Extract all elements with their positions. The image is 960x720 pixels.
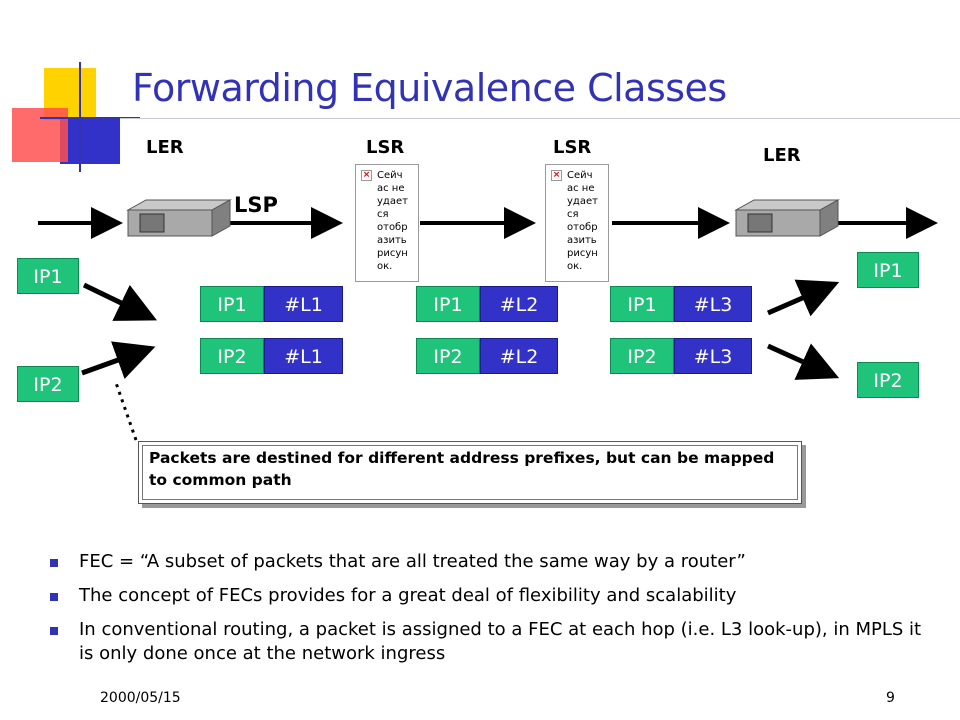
bullet-text: FEC = “A subset of packets that are all …	[79, 551, 746, 572]
corner-decoration	[12, 62, 140, 172]
broken-image-icon: ×	[361, 170, 372, 181]
bullet-text: The concept of FECs provides for a great…	[79, 585, 737, 606]
ingress-packet-ip1: IP1	[17, 258, 79, 294]
router-icon-left	[126, 199, 232, 237]
broken-image-lsr-2: × Сейч ас не удает ся отобр азить рисун …	[545, 164, 609, 282]
bullet-item: In conventional routing, a packet is ass…	[50, 618, 930, 666]
lsr-2-label: LSR	[553, 137, 592, 158]
egress-packet-ip2: IP2	[857, 362, 919, 398]
table-1-row-1-packet: IP1	[200, 286, 264, 322]
broken-image-text: Сейч ас не удает ся отобр азить рисун ок…	[377, 170, 408, 272]
table-1-row-1-label: #L1	[264, 286, 343, 322]
table-2-row-1-label: #L2	[480, 286, 558, 322]
bullet-marker	[50, 627, 58, 635]
broken-image-text: Сейч ас не удает ся отобр азить рисун ок…	[567, 170, 598, 272]
lsp-label: LSP	[234, 193, 278, 217]
bullet-text: In conventional routing, a packet is ass…	[79, 619, 922, 664]
callout-pointer	[113, 379, 138, 441]
callout-text: Packets are destined for different addre…	[149, 449, 775, 489]
table-3-row-1-label: #L3	[674, 286, 752, 322]
bullet-list: FEC = “A subset of packets that are all …	[50, 550, 930, 676]
broken-image-icon: ×	[551, 170, 562, 181]
slide-title: Forwarding Equivalence Classes	[132, 66, 727, 110]
bullet-marker	[50, 593, 58, 601]
table-2-row-2-label: #L2	[480, 338, 558, 374]
page-number: 9	[886, 690, 895, 706]
table-2-row-1-packet: IP1	[416, 286, 480, 322]
ler-right-label: LER	[763, 145, 801, 166]
table-3-row-2-label: #L3	[674, 338, 752, 374]
table-1-row-2-packet: IP2	[200, 338, 264, 374]
title-underline	[120, 118, 960, 119]
router-icon-right	[734, 199, 840, 237]
broken-image-lsr-1: × Сейч ас не удает ся отобр азить рисун …	[355, 164, 419, 282]
egress-arrows	[766, 279, 840, 380]
footer-date: 2000/05/15	[100, 690, 181, 706]
lsr-1-label: LSR	[366, 137, 405, 158]
callout-box: Packets are destined for different addre…	[138, 441, 802, 504]
ingress-arrows	[81, 282, 157, 379]
callout-inner-border	[142, 445, 798, 500]
egress-packet-ip1: IP1	[857, 252, 919, 288]
bullet-marker	[50, 559, 58, 567]
table-2-row-2-packet: IP2	[416, 338, 480, 374]
table-1-row-2-label: #L1	[264, 338, 343, 374]
ler-left-label: LER	[146, 137, 184, 158]
network-diagram	[38, 199, 938, 441]
table-3-row-1-packet: IP1	[610, 286, 674, 322]
ingress-packet-ip2: IP2	[17, 366, 79, 402]
table-3-row-2-packet: IP2	[610, 338, 674, 374]
bullet-item: The concept of FECs provides for a great…	[50, 584, 930, 608]
bullet-item: FEC = “A subset of packets that are all …	[50, 550, 930, 574]
